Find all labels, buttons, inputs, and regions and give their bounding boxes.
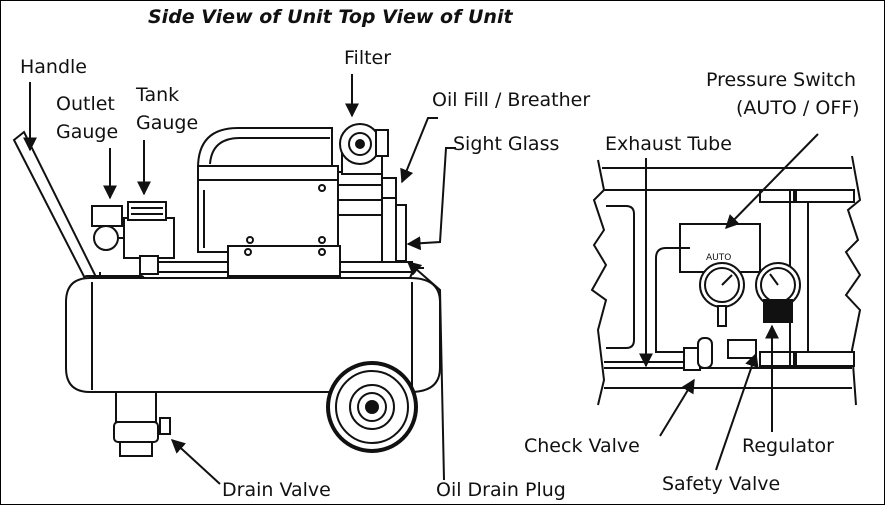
top-view xyxy=(590,155,862,406)
label-regulator: Regulator xyxy=(742,435,834,457)
label-pressure-switch-1: Pressure Switch xyxy=(706,69,856,91)
label-oil-fill: Oil Fill / Breather xyxy=(432,89,590,111)
motor-shroud xyxy=(197,127,339,253)
label-outlet-gauge-1: Outlet xyxy=(56,93,115,115)
leader-lines xyxy=(23,74,819,485)
leader-drain-valve xyxy=(170,439,221,485)
label-check-valve: Check Valve xyxy=(524,435,640,457)
outlet-gauge-part xyxy=(91,205,124,251)
labels: Handle Outlet Gauge Tank Gauge Filter Oi… xyxy=(20,47,860,501)
auto-mark: AUTO xyxy=(706,253,731,263)
drain-valve-part xyxy=(159,417,171,435)
label-sight-glass: Sight Glass xyxy=(453,133,559,155)
air-tank xyxy=(65,272,441,393)
wheel xyxy=(326,361,418,453)
leader-pressure-switch xyxy=(725,133,819,230)
manifold xyxy=(123,217,175,275)
label-outlet-gauge-2: Gauge xyxy=(56,121,118,143)
label-handle: Handle xyxy=(20,56,87,78)
label-filter: Filter xyxy=(344,47,391,69)
leader-oil-fill xyxy=(400,117,438,184)
auto-gauge xyxy=(699,262,745,327)
top-view-break-right xyxy=(844,155,862,406)
label-tank-gauge-2: Gauge xyxy=(136,112,198,134)
filter-part xyxy=(339,123,389,175)
leader-safety-valve xyxy=(715,352,759,471)
leader-check-valve xyxy=(659,378,695,437)
junction-box xyxy=(227,245,341,277)
label-drain-valve: Drain Valve xyxy=(222,479,331,501)
exhaust-tube-part xyxy=(655,247,690,353)
regulator-part xyxy=(755,262,801,323)
leader-oil-drain-plug xyxy=(406,261,445,481)
tank-foot xyxy=(113,391,159,457)
leader-sight-glass xyxy=(406,147,456,251)
label-pressure-switch-2: (AUTO / OFF) xyxy=(736,97,860,119)
label-safety-valve: Safety Valve xyxy=(662,473,780,495)
check-valve-part xyxy=(683,337,713,371)
label-exhaust-tube: Exhaust Tube xyxy=(605,133,732,155)
diagram-title: Side View of Unit Top View of Unit xyxy=(148,6,513,28)
pump-head xyxy=(337,171,407,269)
side-view xyxy=(12,123,441,457)
handle-part xyxy=(12,130,145,295)
label-oil-drain-plug: Oil Drain Plug xyxy=(436,479,566,501)
label-tank-gauge-1: Tank xyxy=(135,84,179,106)
tank-gauge-part xyxy=(127,201,167,221)
top-view-break-left xyxy=(590,159,608,406)
